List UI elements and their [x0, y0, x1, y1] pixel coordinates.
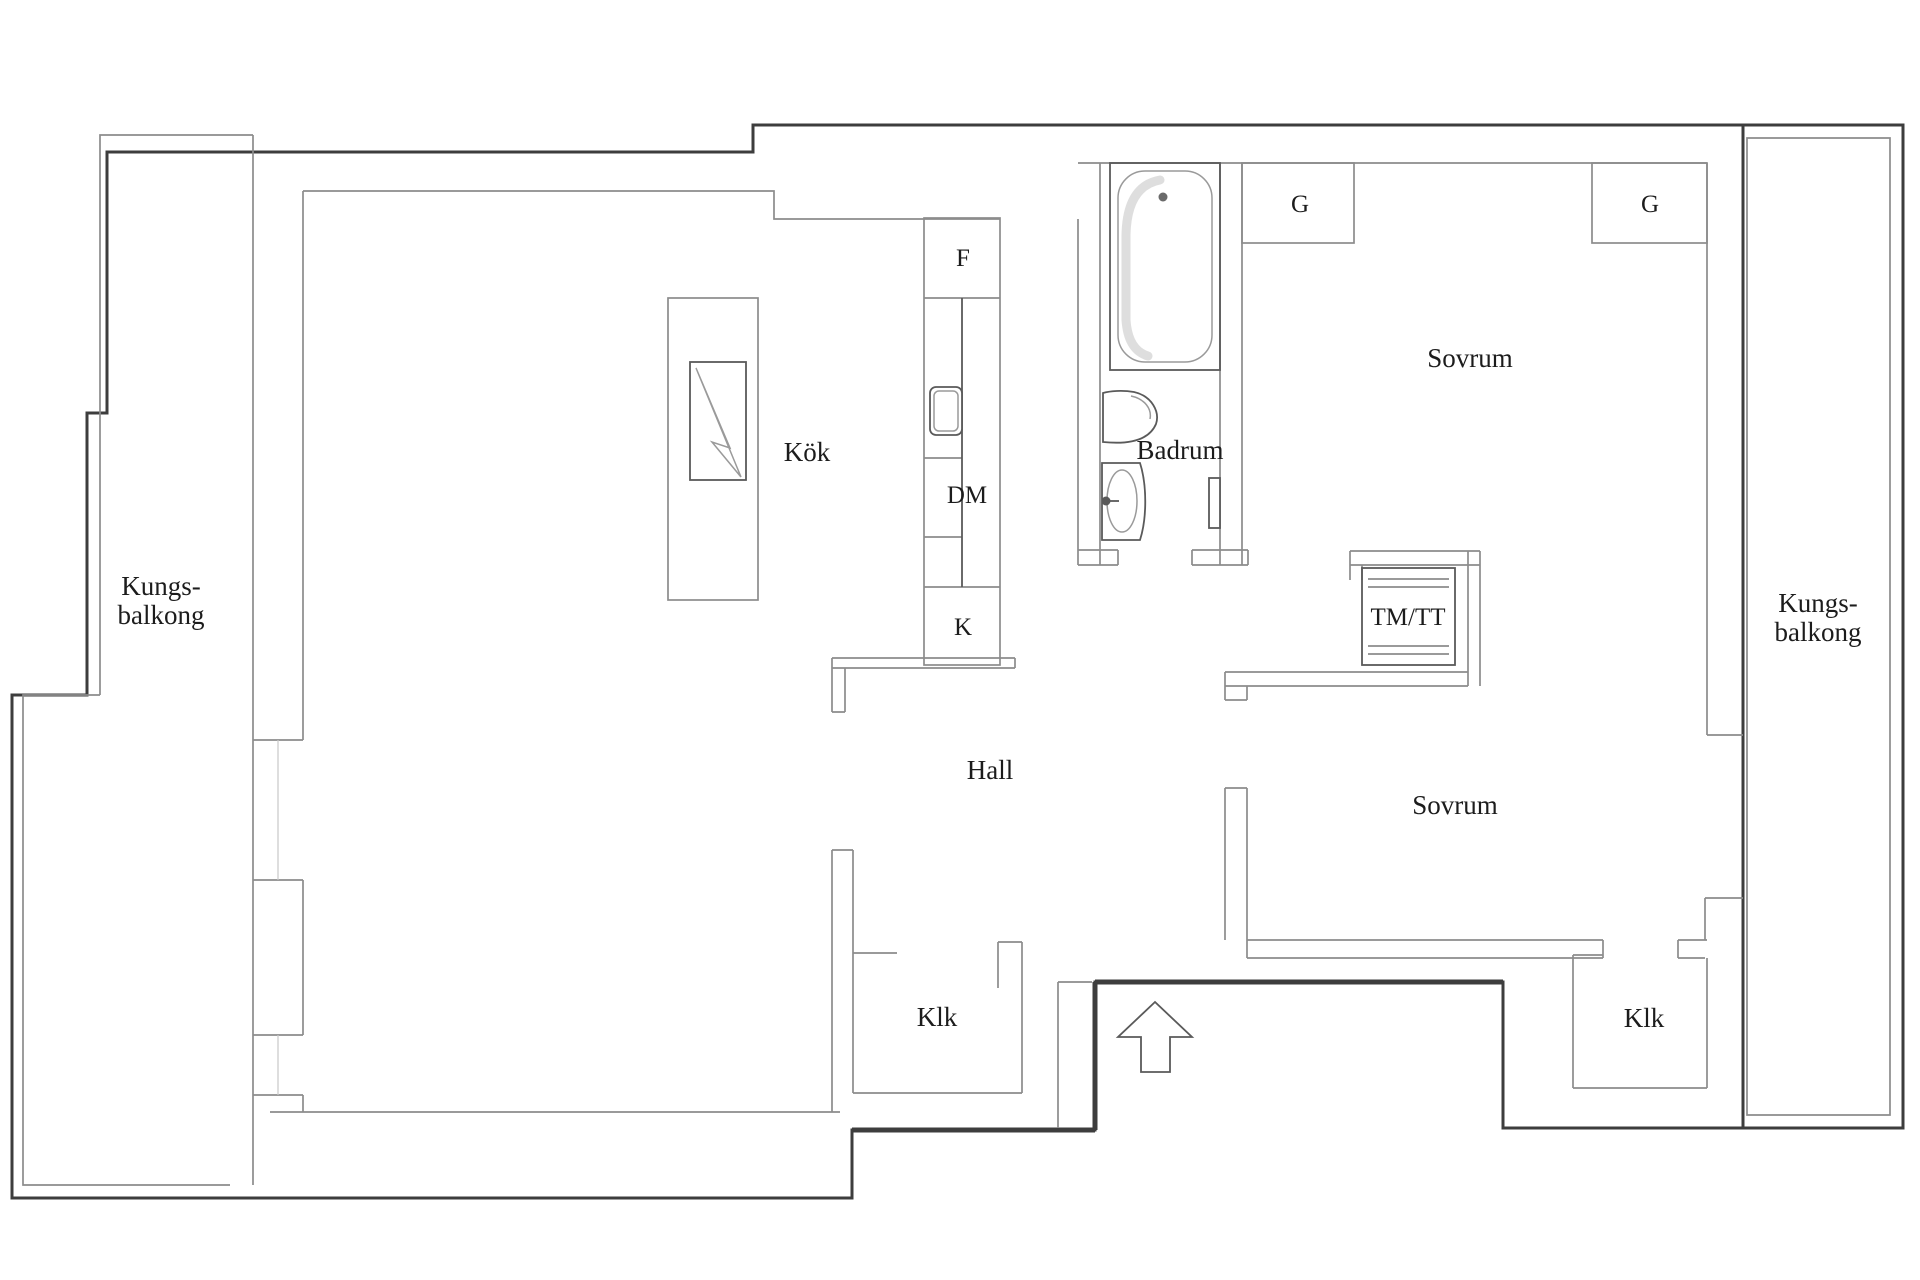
toilet-icon: [1102, 390, 1158, 444]
kitchen-south-wall: [831, 657, 1016, 713]
dishwasher-label: DM: [947, 482, 987, 509]
bathroom-sink-icon: [1101, 462, 1147, 541]
kitchen-sink-icon: [929, 386, 963, 436]
balcony-right-label-line1: Kungs-: [1778, 588, 1858, 618]
island-sink-symbol: [695, 367, 742, 478]
balcony-left-inner-walls: [22, 134, 254, 1186]
balcony-right-label-line2: balkong: [1775, 617, 1862, 647]
wardrobe-1-label: G: [1291, 191, 1309, 218]
hall-west-walls: [831, 849, 1092, 1128]
laundry-machines: [1361, 567, 1456, 666]
entrance-wall-thick: [852, 979, 1503, 1133]
north-inner-walls: [303, 162, 1707, 220]
bathroom-shelf: [1208, 477, 1221, 529]
entrance-arrow-icon: [1115, 1000, 1195, 1073]
wardrobe-2-label: G: [1641, 191, 1659, 218]
kitchen-island: [667, 297, 759, 601]
kitchen-cabinet-column: [923, 217, 1001, 666]
bathtub-drain: [1158, 192, 1168, 202]
balcony-left-label-line2: balkong: [118, 600, 205, 630]
bedroom2-west-wall: [1224, 672, 1248, 958]
hall-label: Hall: [967, 755, 1014, 785]
living-room-west-wall: [253, 191, 304, 1112]
wardrobe-1-box: [1241, 162, 1355, 244]
laundry-label: TM/TT: [1371, 604, 1446, 631]
closet-right-label: Klk: [1624, 1003, 1665, 1033]
fridge-label: F: [956, 245, 970, 272]
closet-left-label: Klk: [917, 1002, 958, 1032]
bathtub-shading: [1121, 175, 1165, 361]
bedroom-divider-wall: [1225, 671, 1468, 687]
outer-wall-outline: [10, 123, 1905, 1200]
kitchen-label: Kök: [784, 437, 831, 467]
east-walls: [1572, 163, 1743, 1089]
wardrobe-2-box: [1591, 162, 1708, 244]
bedroom-1-label: Sovrum: [1427, 343, 1513, 373]
balcony-right-inner-walls: [1746, 137, 1891, 1116]
bathtub-icon: [1109, 162, 1221, 371]
freezer-label: K: [954, 614, 972, 641]
bedroom-2-label: Sovrum: [1412, 790, 1498, 820]
bathroom-label: Badrum: [1137, 435, 1224, 465]
balcony-left-label-line1: Kungs-: [121, 571, 201, 601]
bedroom2-south-wall: [1247, 939, 1707, 959]
